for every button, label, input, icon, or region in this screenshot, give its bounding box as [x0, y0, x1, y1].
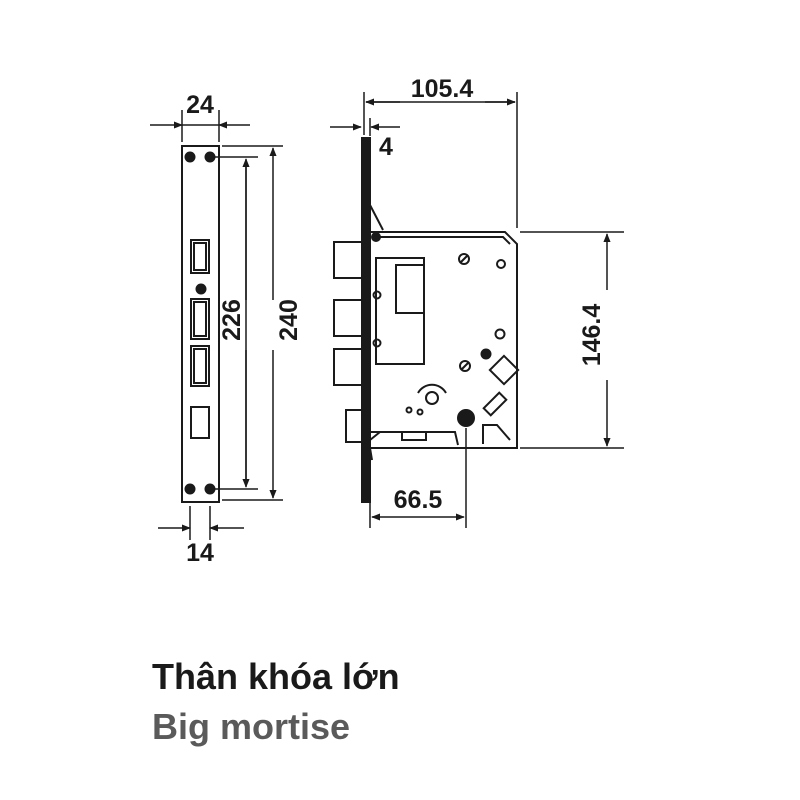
- dim-faceplate-length: 240: [275, 299, 303, 341]
- bolt-opening: [193, 348, 207, 384]
- faceplate-outline: [181, 145, 220, 503]
- screw-hole: [204, 151, 216, 163]
- bolt-opening: [193, 242, 207, 271]
- side-view-dimensions: [330, 92, 624, 528]
- caption-english: Big mortise: [152, 706, 351, 747]
- dim-hole-spacing: 226: [218, 299, 246, 341]
- screw: [458, 253, 470, 265]
- dim-backset: 66.5: [394, 486, 443, 514]
- dim-faceplate-width: 24: [186, 91, 214, 119]
- screw: [496, 259, 506, 269]
- bolt-opening: [190, 345, 210, 387]
- screw: [459, 360, 471, 372]
- cylinder-hole: [457, 409, 475, 427]
- caption-vietnamese: Thân khóa lớn: [152, 656, 400, 697]
- screw: [494, 328, 506, 340]
- spindle-square: [488, 354, 520, 386]
- faceplate-front-view: [181, 145, 220, 503]
- deadbolt: [333, 241, 363, 279]
- front-view-dimensions: [150, 110, 283, 540]
- screw-hole: [204, 483, 216, 495]
- bolt-opening: [190, 298, 210, 340]
- latch-opening: [190, 406, 210, 439]
- screw-hole: [184, 151, 196, 163]
- bolt-opening: [190, 239, 210, 274]
- deadbolt: [333, 299, 363, 337]
- deadbolt: [333, 348, 363, 386]
- dim-faceplate-thickness: 4: [379, 133, 393, 161]
- screw-hole: [184, 483, 196, 495]
- dim-case-height: 146.4: [578, 304, 606, 367]
- spindle-dot: [195, 283, 207, 295]
- faceplate-edge: [361, 137, 371, 503]
- dim-case-length: 105.4: [411, 75, 474, 103]
- case-outline: [370, 231, 518, 449]
- latch-bolt: [345, 409, 363, 443]
- lock-body-side-view: [333, 137, 520, 503]
- bolt-opening: [193, 301, 207, 337]
- dim-backset-width: 14: [186, 539, 214, 567]
